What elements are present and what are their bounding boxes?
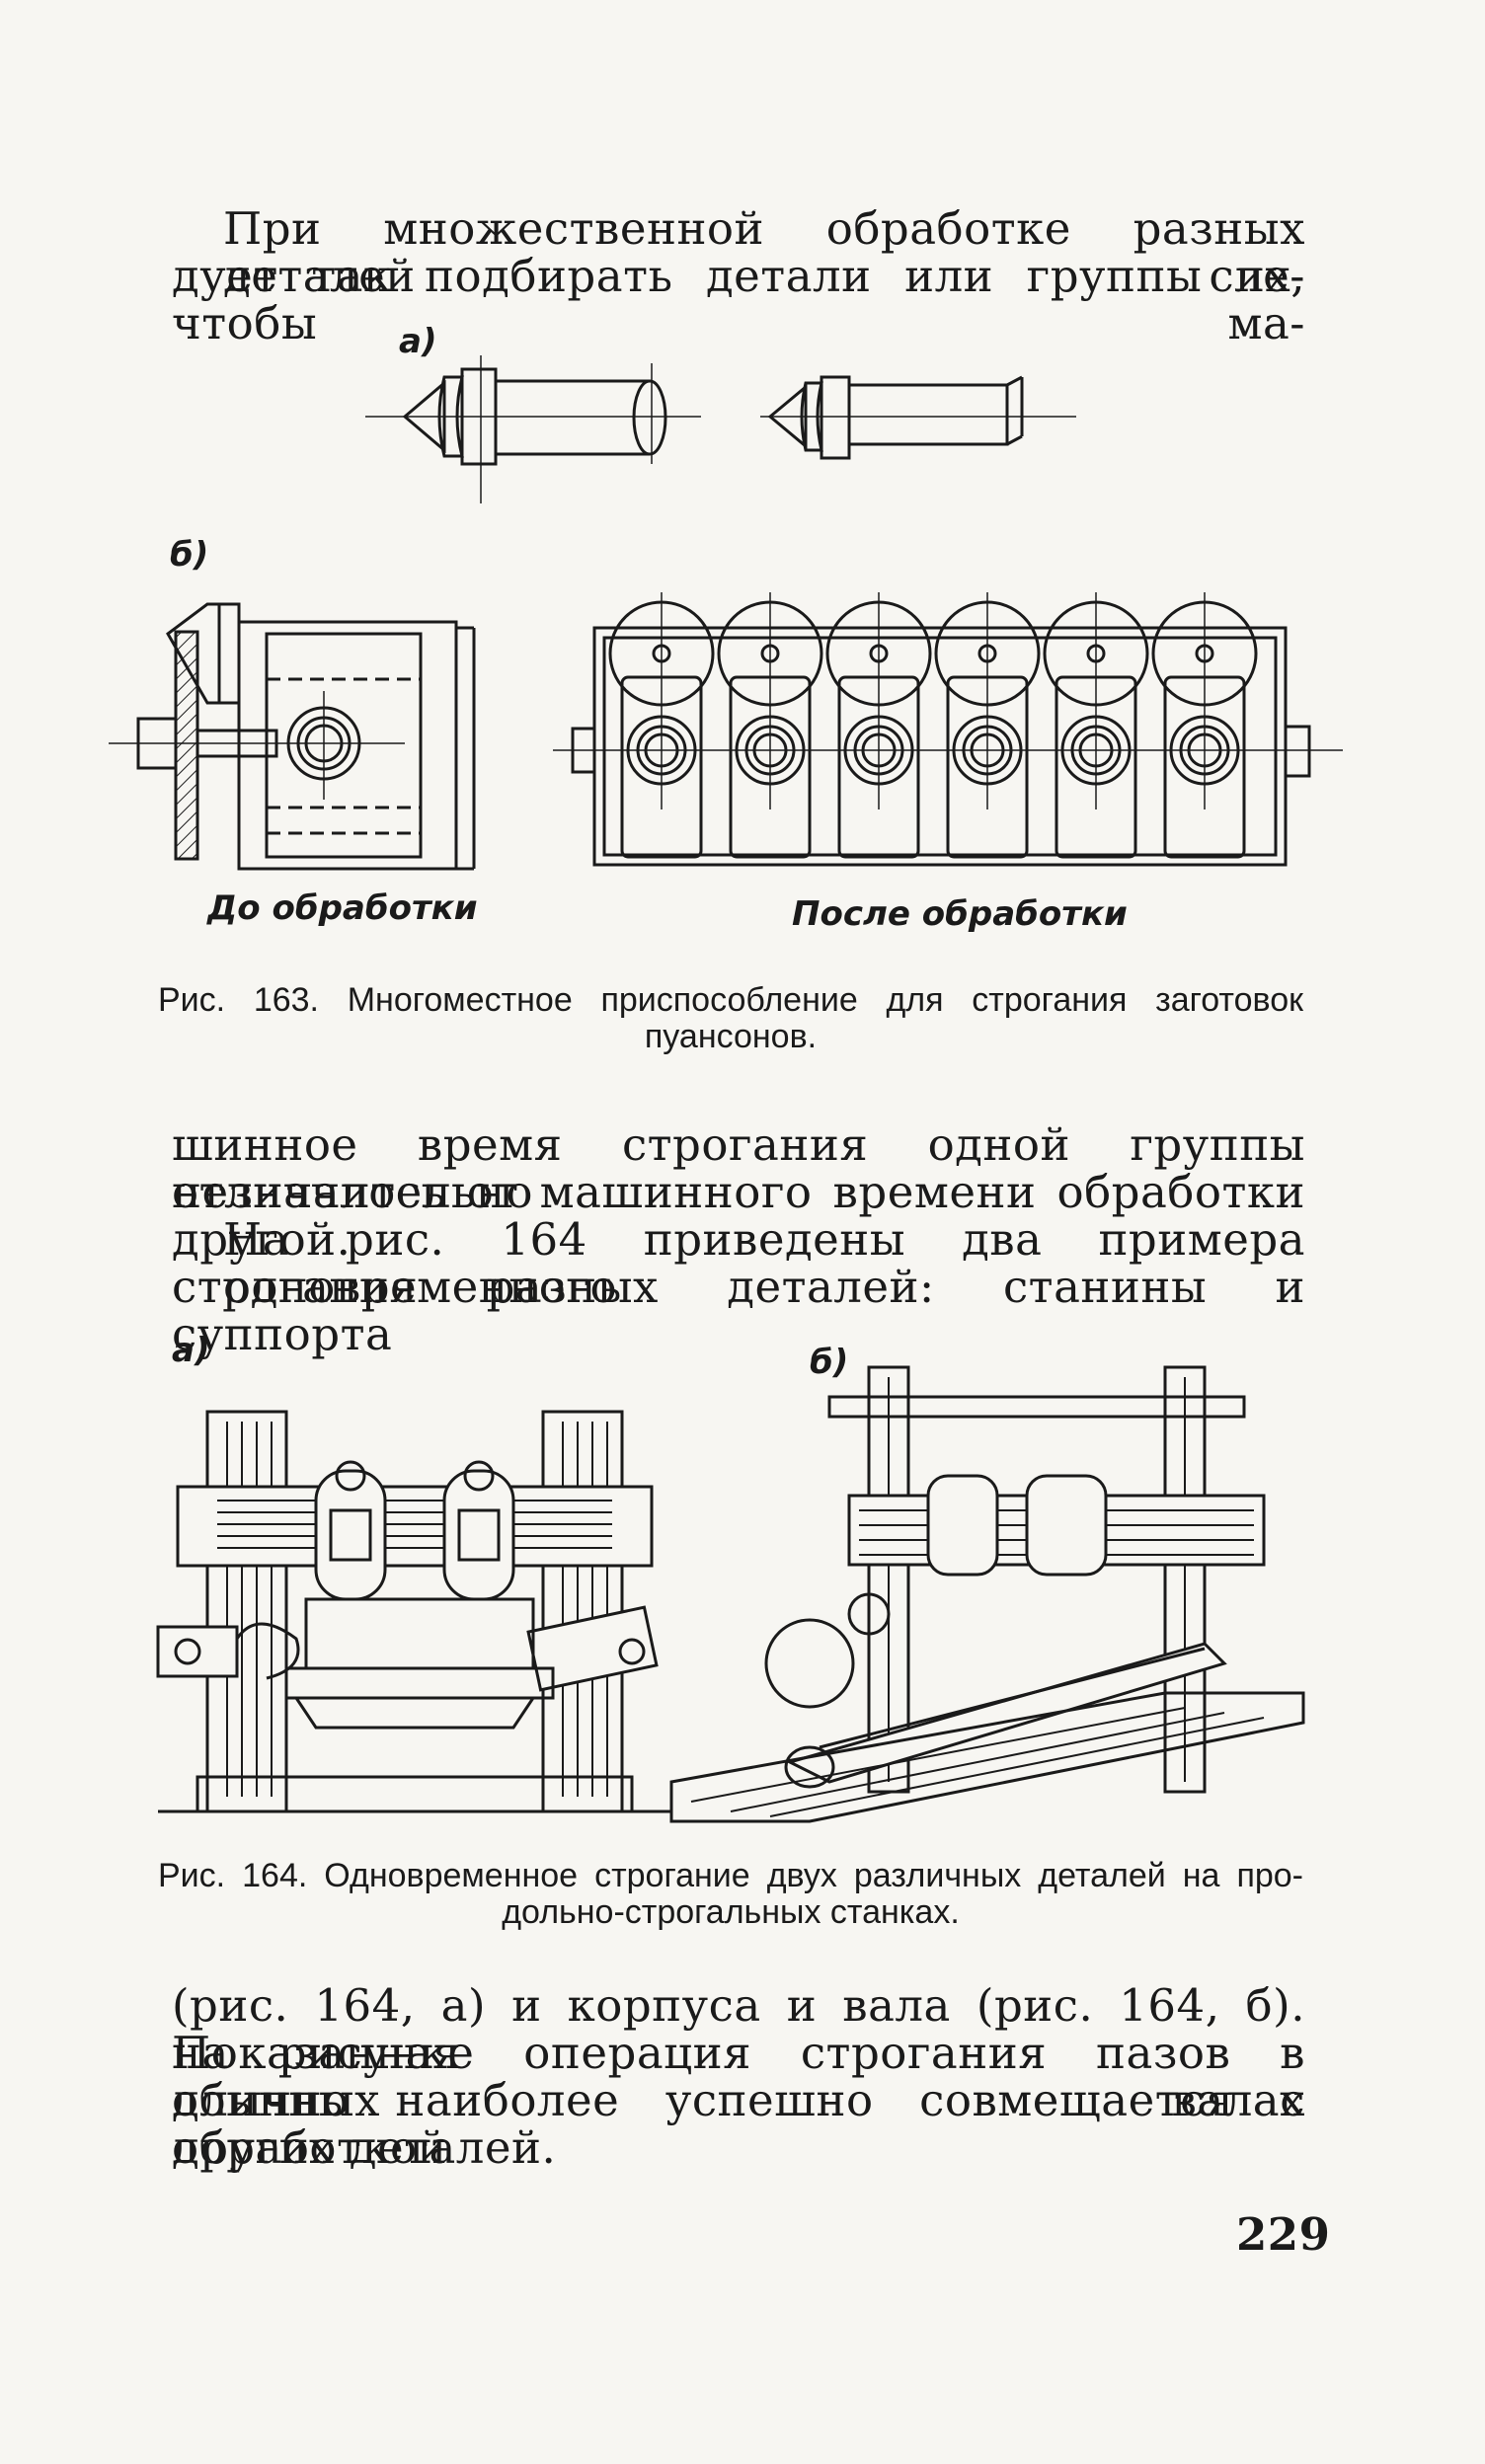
figure-164-label-a: а) [172, 1331, 210, 1370]
paragraph-4-line-2: на рисунке операция строгания пазов в дл… [172, 2027, 1305, 2126]
figure-164-label-b: б) [810, 1343, 849, 1382]
figure-163-caption-line-1: Рис. 163. Многоместное приспособление дл… [158, 981, 1303, 1019]
paragraph-4-line-1: (рис. 164, а) и корпуса и вала (рис. 164… [172, 1979, 1305, 2079]
figure-163a-drawing [365, 355, 1116, 513]
figure-164b-drawing [671, 1367, 1303, 1821]
paragraph-1-line-1: При множественной обработке разных детал… [223, 202, 1305, 302]
figure-164a-drawing [158, 1402, 691, 1816]
figure-163-label-b: б) [170, 535, 209, 575]
paragraph-3-line-2: строгания разных деталей: станины и супп… [172, 1261, 1305, 1360]
figure-163-label-a: а) [399, 322, 437, 361]
figure-163-after-drawing [553, 590, 1343, 888]
figure-163-after-label: После обработки [792, 894, 1128, 934]
figure-163-before-drawing [109, 592, 484, 888]
paragraph-1-line-2: дует так подбирать детали или группы их,… [172, 250, 1305, 349]
paragraph-4-line-4: других деталей. [172, 2121, 557, 2174]
paragraph-2-line-1: шинное время строгания одной группы незн… [172, 1118, 1305, 1218]
paragraph-2-line-2: отличалось от машинного времени обработк… [172, 1166, 1305, 1266]
paragraph-3-line-1: На рис. 164 приведены два примера одновр… [223, 1213, 1305, 1313]
figure-163-before-label: До обработки [207, 888, 478, 928]
page-number: 229 [1236, 2208, 1331, 2261]
paragraph-4-line-3: обычно наиболее успешно совмещается с об… [172, 2074, 1305, 2174]
figure-163-caption-line-2: пуансонов. [644, 1018, 818, 1055]
figure-164-caption-line-1: Рис. 164. Одновременное строгание двух р… [158, 1857, 1303, 1894]
figure-164-caption-line-2: дольно-строгальных станках. [502, 1893, 960, 1931]
